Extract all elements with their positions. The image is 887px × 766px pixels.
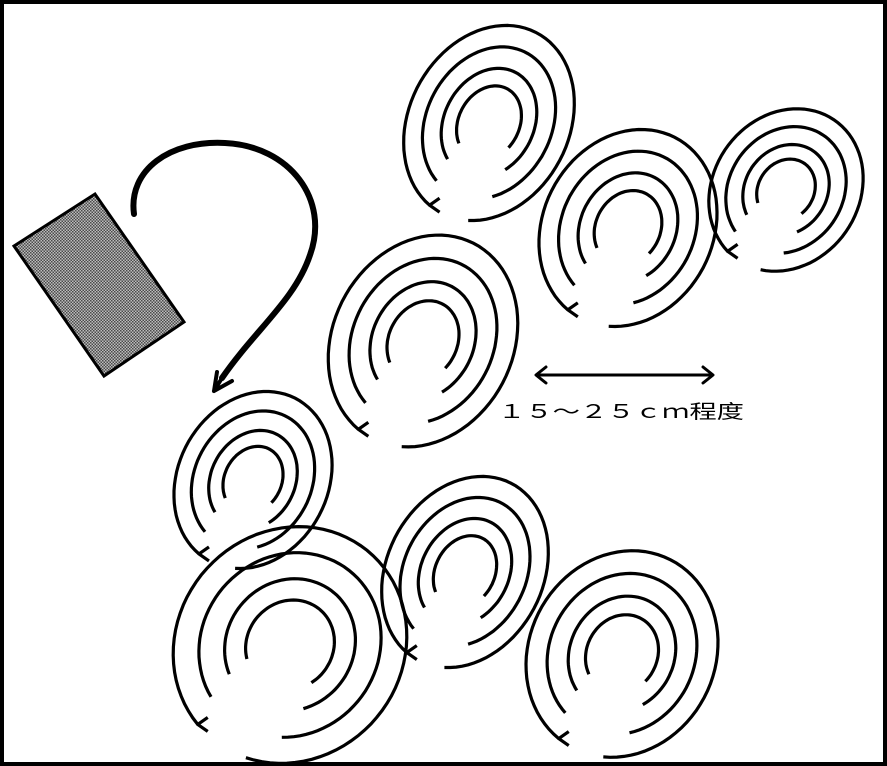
spiral-ring <box>457 86 522 148</box>
spiral-ring <box>539 130 717 327</box>
spiral-icon <box>328 235 518 447</box>
spiral-ring <box>594 191 662 254</box>
spiral-icon <box>539 130 717 327</box>
double-arrow-icon <box>536 367 713 383</box>
spiral-ring <box>757 159 816 214</box>
spiral-icon <box>173 527 407 764</box>
spiral-icon <box>174 392 332 569</box>
spiral-ring <box>387 301 459 368</box>
spiral-arrowhead <box>568 303 578 317</box>
spiral-ring <box>246 600 335 683</box>
spiral-icon <box>526 551 718 758</box>
spiral-ring <box>173 527 407 764</box>
spiral-ring <box>223 446 283 502</box>
spiral-ring <box>586 615 659 682</box>
spiral-arrowhead <box>198 717 208 731</box>
spiral-arrowhead <box>559 732 569 746</box>
spiral-arrowhead <box>728 244 738 258</box>
spiral-ring <box>433 536 496 596</box>
spiral-arrowhead <box>430 198 440 212</box>
spiral-ring <box>328 235 518 447</box>
spiral-arrowhead <box>358 422 368 436</box>
square-patch-icon <box>14 194 184 376</box>
spiral-ring <box>174 392 332 569</box>
spiral-ring <box>404 25 575 220</box>
arrow-icon <box>133 143 315 391</box>
spiral-arrowhead <box>407 646 417 660</box>
spiral-icon <box>404 25 575 220</box>
spacing-label: １５～２５ｃｍ程度 <box>498 401 744 423</box>
spiral-arrowhead <box>199 547 209 561</box>
spiral-ring <box>526 551 718 758</box>
spiral-icon <box>709 109 863 271</box>
